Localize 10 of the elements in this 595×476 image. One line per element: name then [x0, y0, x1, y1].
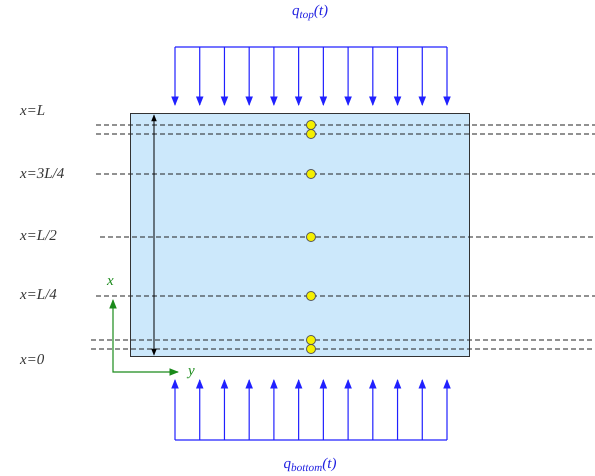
- math-label: x=L/4: [20, 286, 57, 305]
- math-label: q$_{bottom}$(t): [282, 455, 338, 476]
- math-label: x=L: [20, 102, 46, 121]
- math-label: y: [188, 362, 195, 381]
- math-label: x=0: [20, 351, 44, 370]
- math-label: x: [107, 272, 114, 291]
- math-label: q$_{top}$(t): [290, 2, 330, 22]
- math-label: x=3L/4: [20, 165, 64, 184]
- math-label: x=L/2: [20, 227, 57, 246]
- slab-rectangle: [130, 113, 470, 357]
